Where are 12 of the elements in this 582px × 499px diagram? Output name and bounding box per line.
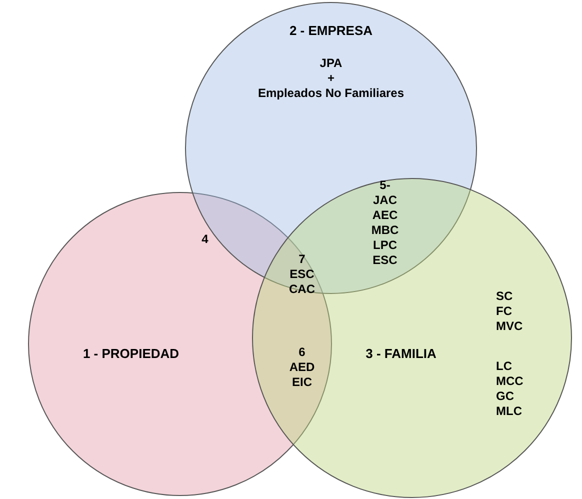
region-label: 5- JAC AEC MBC LPC ESC [371,178,399,268]
circle-text: Empleados No Familiares [258,86,404,101]
circle-heading: 3 - FAMILIA [366,346,436,361]
circle-text: JPA [320,56,342,71]
code-list: LC MCC GC MLC [496,359,524,419]
circle-heading: 1 - PROPIEDAD [82,346,180,361]
region-label: 7 ESC CAC [289,252,315,297]
region-label: 4 [202,232,208,247]
region-label: 6 AED EIC [289,345,315,390]
code-list: SC FC MVC [496,289,523,334]
circle-text: + [328,71,334,86]
circle-heading: 2 - EMPRESA [289,23,373,38]
